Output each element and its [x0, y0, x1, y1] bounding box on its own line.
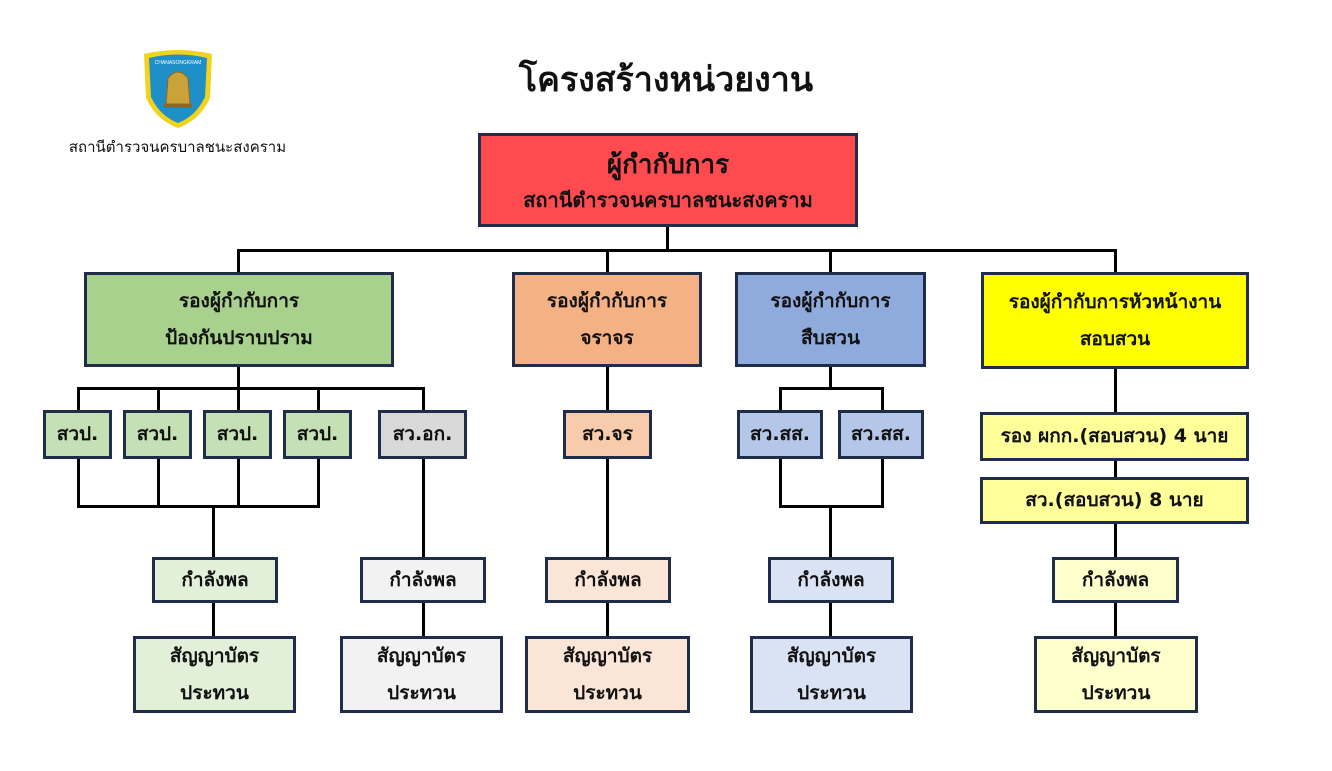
deputy-dept: สอบสวน [1079, 327, 1151, 350]
traffic-inspector-box: สว.จร [563, 410, 652, 459]
commissioned-label: สัญญาบัตร [1071, 645, 1161, 668]
officers-box: สัญญาบัตร ประทวน [133, 636, 296, 713]
force-box: กำลังพล [152, 557, 278, 603]
non-commissioned-label: ประทวน [387, 681, 456, 704]
commissioned-label: สัญญาบัตร [562, 645, 653, 668]
patrol-inspector-box: สวป. [123, 410, 192, 459]
officers-box: สัญญาบัตร ประทวน [1034, 636, 1198, 713]
svg-text:CHANASONGKRAM: CHANASONGKRAM [155, 60, 202, 66]
deputy-traffic-box: รองผู้กำกับการ จราจร [512, 272, 702, 367]
force-box: กำลังพล [545, 557, 671, 603]
non-commissioned-label: ประทวน [797, 681, 866, 704]
deputy-title: รองผู้กำกับการหัวหน้างาน [1008, 291, 1222, 314]
detective-inspector-box: สว.สส. [838, 410, 924, 459]
deputy-dept: สืบสวน [801, 326, 860, 349]
station-name: สถานีตำรวจนครบาลชนะสงคราม [68, 138, 287, 156]
commissioned-label: สัญญาบัตร [376, 645, 467, 668]
force-box: กำลังพล [1052, 557, 1179, 603]
commissioned-label: สัญญาบัตร [786, 645, 877, 668]
deputy-prevention-box: รองผู้กำกับการ ป้องกันปราบปราม [84, 272, 394, 367]
non-commissioned-label: ประทวน [180, 681, 249, 704]
deputy-title: รองผู้กำกับการ [770, 290, 891, 313]
force-box: กำลังพล [360, 557, 486, 603]
police-station-logo: CHANASONGKRAM [144, 50, 212, 128]
investigation-deputies-box: รอง ผกก.(สอบสวน) 4 นาย [980, 412, 1249, 461]
patrol-inspector-box: สวป. [43, 410, 112, 459]
deputy-detective-box: รองผู้กำกับการ สืบสวน [735, 272, 926, 367]
deputy-investigation-box: รองผู้กำกับการหัวหน้างาน สอบสวน [981, 272, 1249, 369]
detective-inspector-box: สว.สส. [737, 410, 823, 459]
head-station: สถานีตำรวจนครบาลชนะสงคราม [523, 187, 813, 212]
patrol-inspector-box: สวป. [283, 410, 352, 459]
non-commissioned-label: ประทวน [1081, 681, 1151, 704]
investigation-inspectors-box: สว.(สอบสวน) 8 นาย [980, 477, 1249, 524]
head-title: ผู้กำกับการ [606, 149, 730, 180]
officers-box: สัญญาบัตร ประทวน [340, 636, 503, 713]
force-box: กำลังพล [768, 557, 894, 603]
officers-box: สัญญาบัตร ประทวน [525, 636, 690, 713]
deputy-dept: ป้องกันปราบปราม [165, 326, 313, 349]
deputy-title: รองผู้กำกับการ [546, 290, 668, 313]
deputy-dept: จราจร [580, 326, 634, 349]
page-title: โครงสร้างหน่วยงาน [518, 60, 814, 100]
officers-box: สัญญาบัตร ประทวน [750, 636, 913, 713]
non-commissioned-label: ประทวน [573, 681, 642, 704]
deputy-title: รองผู้กำกับการ [178, 290, 300, 313]
superintendent-box: ผู้กำกับการ สถานีตำรวจนครบาลชนะสงคราม [478, 133, 858, 227]
patrol-inspector-box: สวป. [203, 410, 272, 459]
admin-inspector-box: สว.อก. [378, 410, 467, 459]
commissioned-label: สัญญาบัตร [169, 645, 260, 668]
